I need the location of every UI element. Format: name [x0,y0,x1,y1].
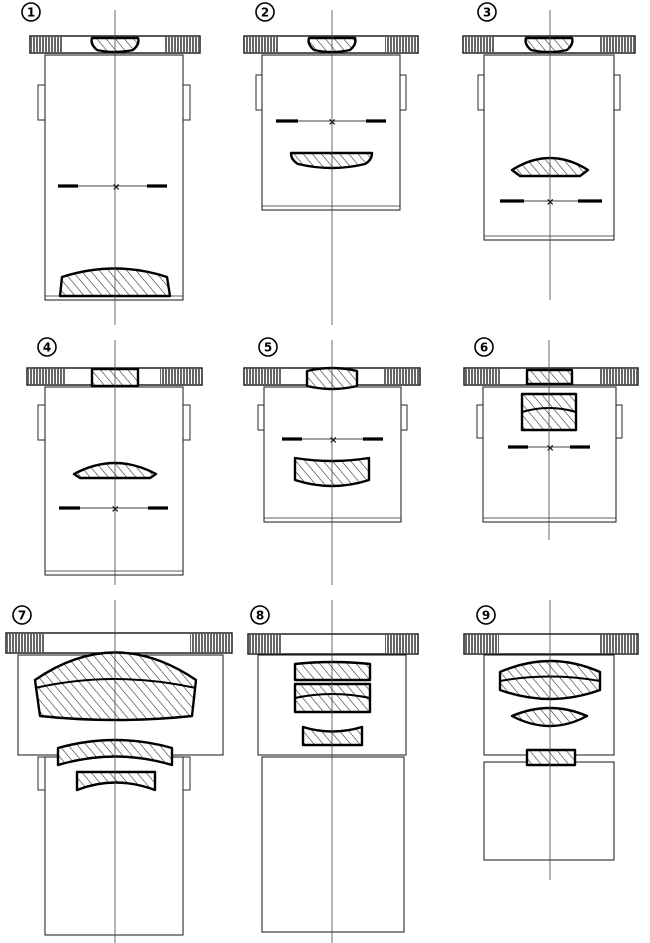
housing [257,386,408,523]
svg-text:×: × [329,435,337,446]
eyepiece-3: 3 × [462,2,636,300]
eyepiece-7: 7 [5,600,233,943]
field-stop: × [58,182,167,193]
eyepiece-5: 5 × [243,337,421,585]
number-label-9: 9 [482,609,490,623]
number-label-5: 5 [264,341,272,355]
eye-lens [525,368,574,386]
number-label-1: 1 [27,6,35,20]
number-badge-4: 4 [37,337,57,357]
focus-ring [247,633,419,655]
number-label-3: 3 [483,6,491,20]
number-badge-9: 9 [476,605,496,625]
number-label-6: 6 [480,341,488,355]
number-label-4: 4 [43,341,51,355]
middle-lens [510,706,589,728]
field-stop: × [508,443,590,454]
field-lens [525,748,577,767]
number-label-8: 8 [256,609,264,623]
number-badge-3: 3 [477,2,497,22]
eyepiece-8: 8 [247,600,419,943]
number-label-2: 2 [261,6,269,20]
eyepiece-1: 1 × [21,2,201,325]
eyepiece-6: 6 × [463,337,639,540]
eyepiece-9: 9 [463,600,639,880]
focus-ring [463,633,639,655]
meniscus-lens-2 [75,770,157,792]
eye-lens [293,660,372,682]
housing [37,54,191,301]
eyepiece-2: 2 × [243,2,419,325]
field-lens [289,151,374,170]
field-stop: × [282,435,383,446]
svg-text:×: × [546,443,554,454]
number-badge-7: 7 [12,605,32,625]
number-label-7: 7 [18,609,26,623]
doublet-lens [293,682,372,714]
field-lens [301,725,364,747]
number-badge-5: 5 [258,337,278,357]
housing-lower [483,761,615,861]
focus-ring [462,35,636,54]
eyepiece-4: 4 × [26,337,203,585]
housing [255,54,407,211]
large-doublet-lens [33,651,198,722]
focus-ring [5,632,233,654]
housing [477,54,621,241]
number-badge-8: 8 [250,605,270,625]
eye-lens [524,36,574,54]
number-badge-2: 2 [255,2,275,22]
number-badge-1: 1 [21,2,41,22]
housing-lower [261,756,405,933]
housing [37,386,191,576]
number-badge-6: 6 [474,337,494,357]
svg-text:×: × [112,182,120,193]
housing-lower [37,756,191,936]
